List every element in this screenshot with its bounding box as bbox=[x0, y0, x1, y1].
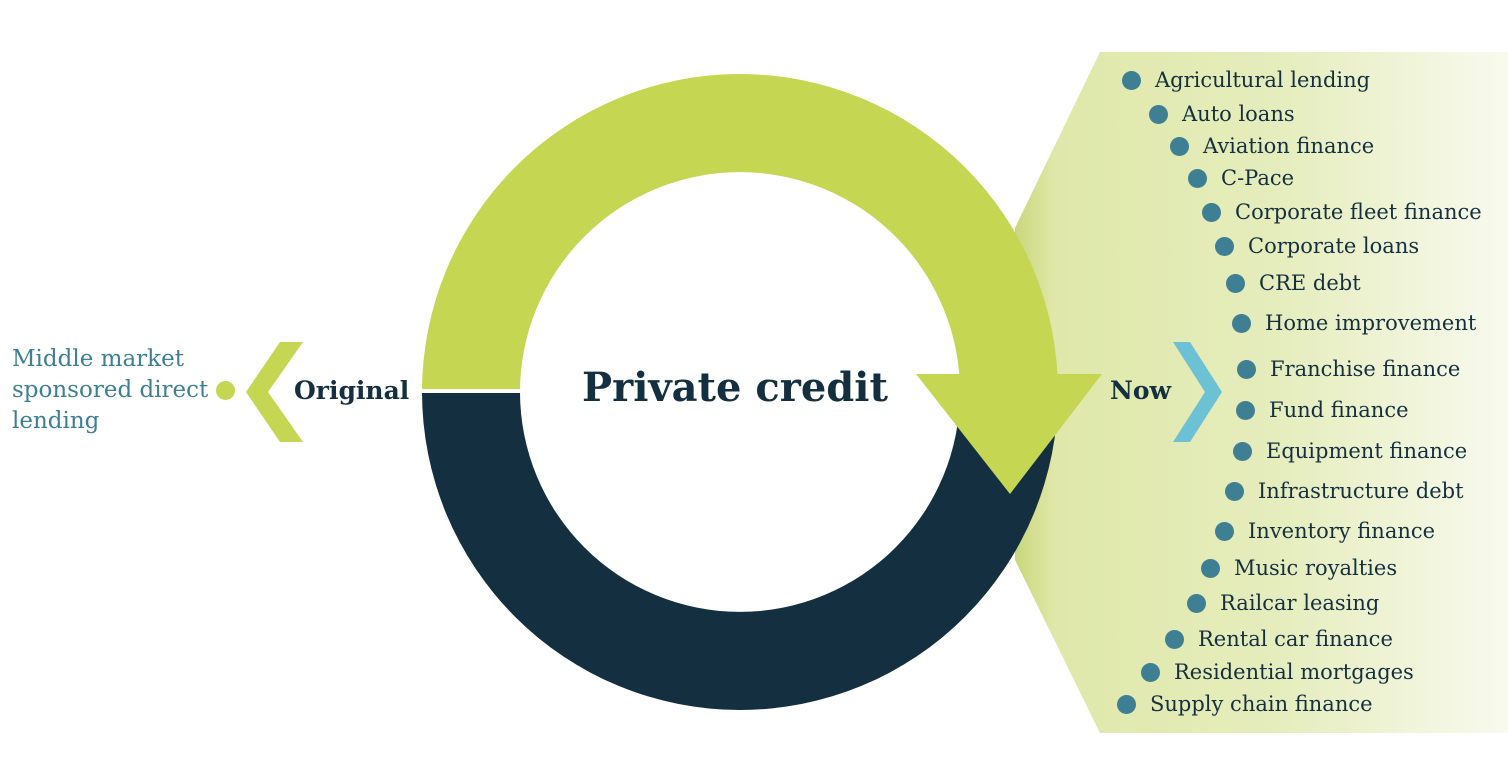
now-list-item-label: Home improvement bbox=[1265, 311, 1477, 335]
now-list-bullet bbox=[1141, 662, 1160, 682]
now-list-item-label: Aviation finance bbox=[1203, 134, 1375, 158]
now-list-item: Residential mortgages bbox=[1141, 660, 1414, 684]
now-list-bullet bbox=[1215, 236, 1234, 256]
diagram-title: Private credit bbox=[582, 364, 888, 411]
now-list-item: Corporate fleet finance bbox=[1202, 200, 1482, 224]
now-list-item-label: Corporate loans bbox=[1248, 234, 1420, 258]
now-list-bullet bbox=[1165, 629, 1184, 649]
original-label: Original bbox=[294, 376, 410, 405]
now-list-item-label: Franchise finance bbox=[1270, 357, 1461, 381]
now-list-item: Home improvement bbox=[1232, 311, 1476, 335]
now-list-bullet bbox=[1233, 441, 1252, 461]
now-list-item-label: Equipment finance bbox=[1266, 439, 1468, 463]
now-list-bullet bbox=[1232, 313, 1251, 333]
now-list-bullet bbox=[1187, 593, 1206, 613]
now-list-item: Equipment finance bbox=[1233, 439, 1467, 463]
now-panel bbox=[1015, 52, 1508, 733]
now-list-bullet bbox=[1215, 521, 1234, 541]
now-list-bullet bbox=[1237, 359, 1256, 379]
now-list-item: Music royalties bbox=[1201, 556, 1397, 580]
now-list-bullet bbox=[1202, 202, 1221, 222]
now-list-item-label: Residential mortgages bbox=[1174, 660, 1414, 684]
now-list-item: Infrastructure debt bbox=[1225, 479, 1464, 503]
original-description: Middle market sponsored direct lending bbox=[12, 346, 209, 434]
now-list-item-label: CRE debt bbox=[1259, 271, 1361, 295]
now-list-item-label: Infrastructure debt bbox=[1258, 479, 1464, 503]
chevron-right-icon bbox=[1173, 342, 1222, 442]
ring-separator bbox=[418, 389, 524, 393]
chevron-left-icon bbox=[246, 342, 303, 442]
now-list-item-label: Auto loans bbox=[1182, 102, 1295, 126]
now-label: Now bbox=[1110, 376, 1172, 405]
now-list-item: Rental car finance bbox=[1165, 627, 1393, 651]
now-list-bullet bbox=[1117, 694, 1136, 714]
now-list-item-label: Music royalties bbox=[1234, 556, 1398, 580]
now-list-item: CRE debt bbox=[1226, 271, 1361, 295]
now-list-item: Franchise finance bbox=[1237, 357, 1460, 381]
now-list-item-label: C-Pace bbox=[1221, 166, 1295, 190]
now-list-bullet bbox=[1188, 168, 1207, 188]
now-list-bullet bbox=[1225, 481, 1244, 501]
now-list-bullet bbox=[1201, 558, 1220, 578]
now-list-item-label: Corporate fleet finance bbox=[1235, 200, 1482, 224]
now-list-item: Inventory finance bbox=[1215, 519, 1435, 543]
now-list-item: Aviation finance bbox=[1170, 134, 1374, 158]
now-list-bullet bbox=[1149, 104, 1168, 124]
now-list-item: Fund finance bbox=[1236, 398, 1409, 422]
ring-lower-half bbox=[422, 392, 1058, 710]
now-list-item-label: Railcar leasing bbox=[1220, 591, 1380, 615]
now-list-item: Agricultural lending bbox=[1122, 68, 1370, 92]
now-list-bullet bbox=[1226, 273, 1245, 293]
now-list-item-label: Agricultural lending bbox=[1155, 68, 1371, 92]
arrow-down-icon bbox=[916, 374, 1102, 494]
now-list-item-label: Fund finance bbox=[1269, 398, 1409, 422]
now-list-item: Auto loans bbox=[1149, 102, 1295, 126]
original-bullet bbox=[216, 381, 235, 400]
now-list-item-label: Rental car finance bbox=[1198, 627, 1393, 651]
ring-upper-half bbox=[422, 74, 1058, 392]
now-list-item: Corporate loans bbox=[1215, 234, 1419, 258]
now-list-bullet bbox=[1170, 136, 1189, 156]
now-list-item-label: Supply chain finance bbox=[1150, 692, 1373, 716]
now-list-item: Railcar leasing bbox=[1187, 591, 1379, 615]
now-list-item: C-Pace bbox=[1188, 166, 1294, 190]
now-list-item-label: Inventory finance bbox=[1248, 519, 1436, 543]
now-list-bullet bbox=[1122, 70, 1141, 90]
now-list-item: Supply chain finance bbox=[1117, 692, 1373, 716]
now-list-bullet bbox=[1236, 400, 1255, 420]
